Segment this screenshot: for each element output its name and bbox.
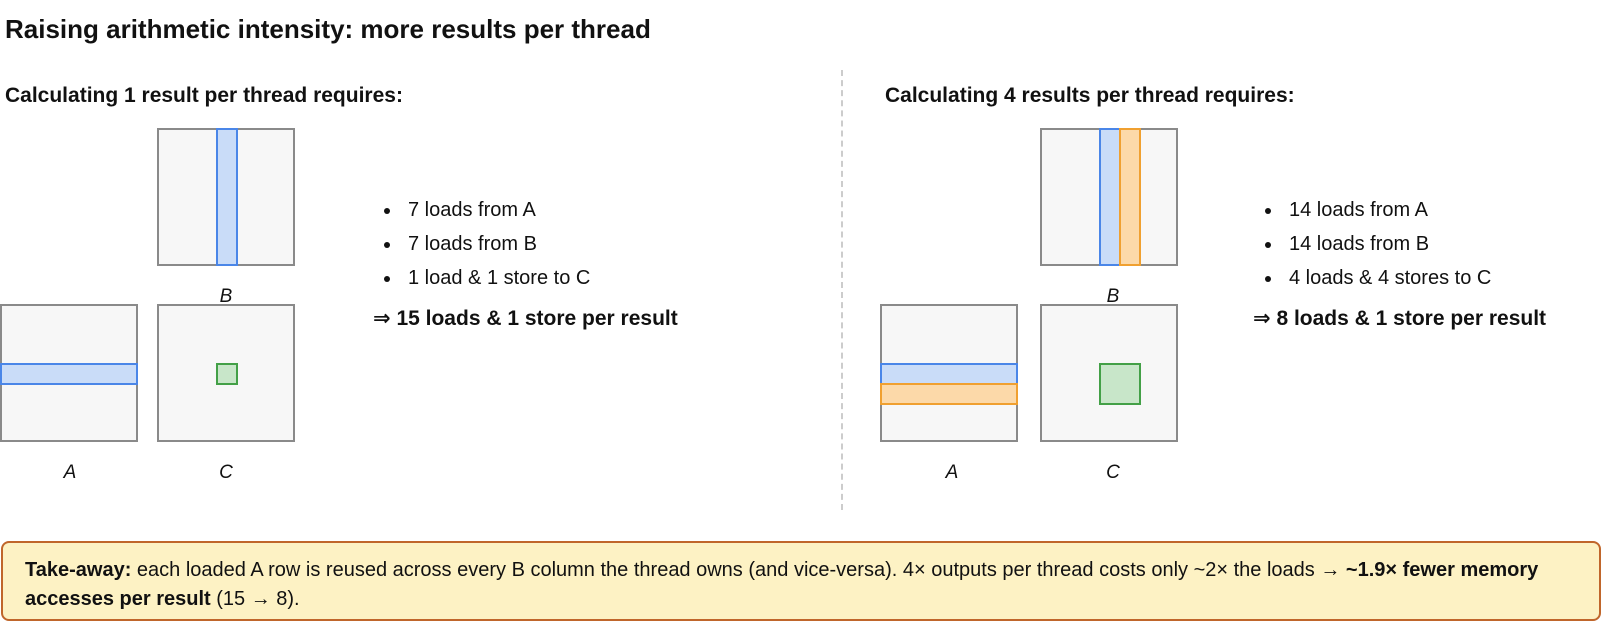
- implies-arrow: ⇒: [1253, 307, 1271, 330]
- left-panel-heading: Calculating 1 result per thread requires…: [5, 84, 403, 107]
- list-item: 4 loads & 4 stores to C: [1264, 261, 1491, 295]
- right-a-row-strip-2: [880, 383, 1018, 405]
- right-label-a: A: [945, 462, 959, 483]
- list-item: 14 loads from A: [1264, 193, 1491, 227]
- left-load-list: 7 loads from A 7 loads from B 1 load & 1…: [376, 193, 590, 295]
- takeaway-box: Take-away: each loaded A row is reused a…: [1, 541, 1601, 621]
- takeaway-highlight: ~1.9× fewer memory accesses per result: [25, 559, 1539, 610]
- right-b-column-strip-1: [1099, 128, 1121, 266]
- right-label-c: C: [1106, 462, 1120, 483]
- left-label-b: B: [219, 286, 233, 307]
- left-label-a: A: [63, 462, 77, 483]
- right-a-row-strip-1: [880, 363, 1018, 385]
- left-b-column-strip: [216, 128, 238, 266]
- left-c-result-cell: [216, 363, 238, 385]
- right-matrix-b: [1040, 128, 1178, 266]
- left-a-row-strip: [0, 363, 138, 385]
- right-result-text: 8 loads & 1 store per result: [1276, 307, 1547, 330]
- list-item: 1 load & 1 store to C: [383, 261, 590, 295]
- left-matrix-b: [157, 128, 295, 266]
- right-panel-heading: Calculating 4 results per thread require…: [885, 84, 1295, 107]
- takeaway-text-end: (15 → 8).: [210, 588, 300, 610]
- left-label-c: C: [219, 462, 233, 483]
- right-c-result-block: [1099, 363, 1141, 405]
- left-result-text: 15 loads & 1 store per result: [396, 307, 678, 330]
- panel-divider: [841, 70, 843, 510]
- right-label-b: B: [1106, 286, 1120, 307]
- takeaway-text: each loaded A row is reused across every…: [131, 559, 1346, 581]
- left-matrix-c: [157, 304, 295, 442]
- right-matrix-c: [1040, 304, 1178, 442]
- right-load-list: 14 loads from A 14 loads from B 4 loads …: [1257, 193, 1491, 295]
- list-item: 14 loads from B: [1264, 227, 1491, 261]
- list-item: 7 loads from B: [383, 227, 590, 261]
- implies-arrow: ⇒: [373, 307, 391, 330]
- page-title: Raising arithmetic intensity: more resul…: [5, 14, 651, 44]
- right-b-column-strip-2: [1119, 128, 1141, 266]
- takeaway-label: Take-away:: [25, 559, 132, 581]
- list-item: 7 loads from A: [383, 193, 590, 227]
- left-matrix-a: [0, 304, 138, 442]
- right-result-summary: ⇒ 8 loads & 1 store per result: [1253, 306, 1546, 331]
- left-result-summary: ⇒ 15 loads & 1 store per result: [373, 306, 678, 331]
- right-matrix-a: [880, 304, 1018, 442]
